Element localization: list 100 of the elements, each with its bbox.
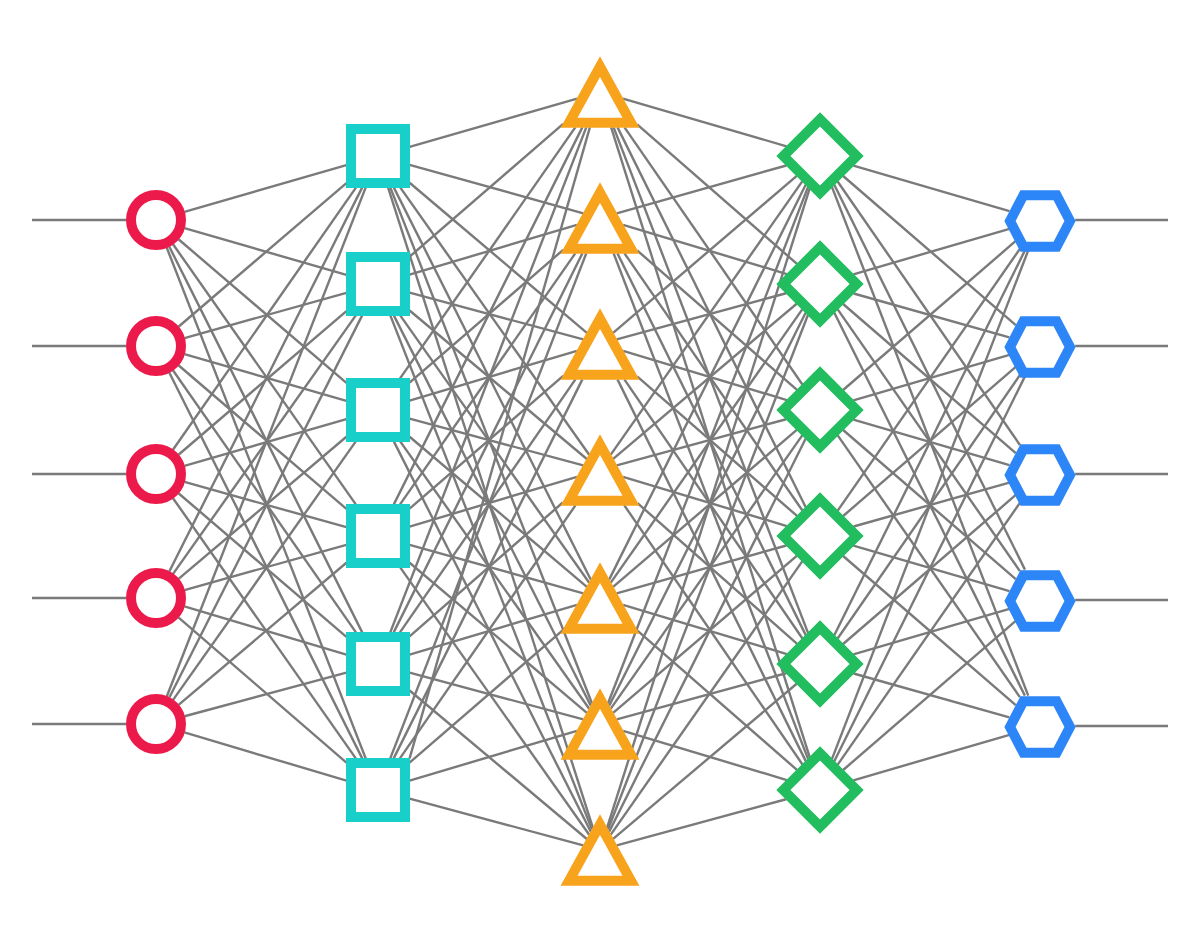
triangle-node	[560, 814, 640, 886]
connector-line	[409, 349, 578, 402]
connector-line	[184, 227, 347, 277]
circle-node	[126, 694, 186, 754]
square-node	[346, 378, 410, 442]
connector-line	[616, 252, 807, 636]
connector-line	[612, 302, 798, 460]
connector-line	[409, 223, 578, 276]
connector-line	[177, 238, 348, 384]
square-node	[346, 504, 410, 568]
connector-line	[842, 240, 1017, 391]
connector-line	[177, 310, 348, 456]
connector-line	[853, 672, 1010, 719]
connector-line	[389, 315, 594, 830]
connector-line	[184, 605, 347, 656]
connector-line	[609, 308, 804, 584]
circle-node	[126, 190, 186, 250]
connector-line	[392, 187, 592, 581]
connector-line	[636, 629, 798, 771]
connector-line	[392, 252, 584, 633]
square-node	[346, 758, 410, 822]
connector-line	[836, 308, 1021, 572]
hexagon-node	[1004, 315, 1076, 377]
connector-line	[609, 560, 804, 836]
connector-line	[184, 543, 347, 592]
connector-line	[165, 187, 367, 697]
diamond-node	[776, 492, 864, 580]
connector-line	[616, 798, 787, 847]
connector-line	[616, 164, 787, 215]
connector-line	[836, 502, 1021, 766]
square-node	[346, 252, 410, 316]
connector-line	[171, 369, 357, 634]
hexagon-node	[1004, 695, 1076, 757]
connector-line	[184, 417, 347, 467]
connector-line	[622, 475, 788, 528]
connector-line	[836, 180, 1021, 446]
connector-line	[833, 184, 1026, 571]
connector-line	[842, 620, 1017, 771]
connector-line	[177, 561, 348, 706]
connector-line	[853, 227, 1010, 276]
square-node	[346, 124, 410, 188]
connector-line	[177, 182, 348, 328]
connector-line	[616, 672, 787, 721]
circle-node	[126, 444, 186, 504]
hexagon-node	[1004, 443, 1076, 505]
connector-line	[836, 248, 1021, 512]
connector-line	[409, 543, 584, 595]
triangle-node	[560, 434, 640, 506]
connector-line	[609, 434, 804, 710]
triangle-node	[560, 308, 640, 380]
connector-line	[409, 163, 584, 215]
connector-line	[842, 303, 1017, 454]
connector-line	[636, 123, 798, 265]
connector-line	[622, 349, 788, 402]
connector-line	[184, 353, 347, 403]
connector-line	[172, 314, 357, 575]
connector-line	[833, 375, 1026, 762]
connector-line	[399, 440, 591, 710]
connector-line	[177, 364, 348, 510]
connector-line	[408, 435, 588, 588]
diamond-node	[776, 240, 864, 328]
connector-line	[386, 187, 595, 829]
connector-line	[399, 566, 591, 836]
connector-line	[409, 291, 584, 341]
connector-line	[606, 186, 810, 704]
triangle-node	[560, 688, 640, 760]
connector-line	[606, 314, 810, 830]
connector-line	[398, 378, 577, 634]
connector-line	[608, 184, 807, 581]
connector-line	[616, 378, 807, 762]
connector-line	[172, 243, 357, 506]
connector-line	[612, 554, 798, 714]
connector-line	[172, 497, 357, 760]
connector-line	[184, 291, 347, 340]
connector-line	[612, 252, 810, 760]
connector-line	[389, 126, 588, 633]
connector-line	[636, 249, 798, 391]
connector-line	[636, 502, 798, 645]
connector-line	[622, 729, 788, 782]
connector-line	[408, 181, 588, 334]
connector-line	[1075, 344, 1168, 348]
connector-line	[853, 607, 1010, 656]
connector-line	[622, 97, 787, 148]
connector-line	[389, 187, 594, 704]
connector-line	[616, 126, 807, 508]
connector-line	[32, 344, 127, 348]
connector-line	[830, 249, 1030, 760]
connector-line	[399, 314, 591, 584]
connector-line	[184, 731, 347, 782]
connector-line	[853, 164, 1010, 213]
connector-line	[853, 544, 1010, 593]
connector-line	[184, 163, 347, 213]
circle-node	[126, 568, 186, 628]
diamond-node	[776, 620, 864, 708]
connector-line	[177, 435, 348, 580]
connector-line	[612, 126, 810, 634]
connector-line	[408, 122, 564, 258]
connector-line	[853, 481, 1010, 528]
connector-line	[32, 472, 127, 476]
connector-line	[172, 440, 357, 701]
